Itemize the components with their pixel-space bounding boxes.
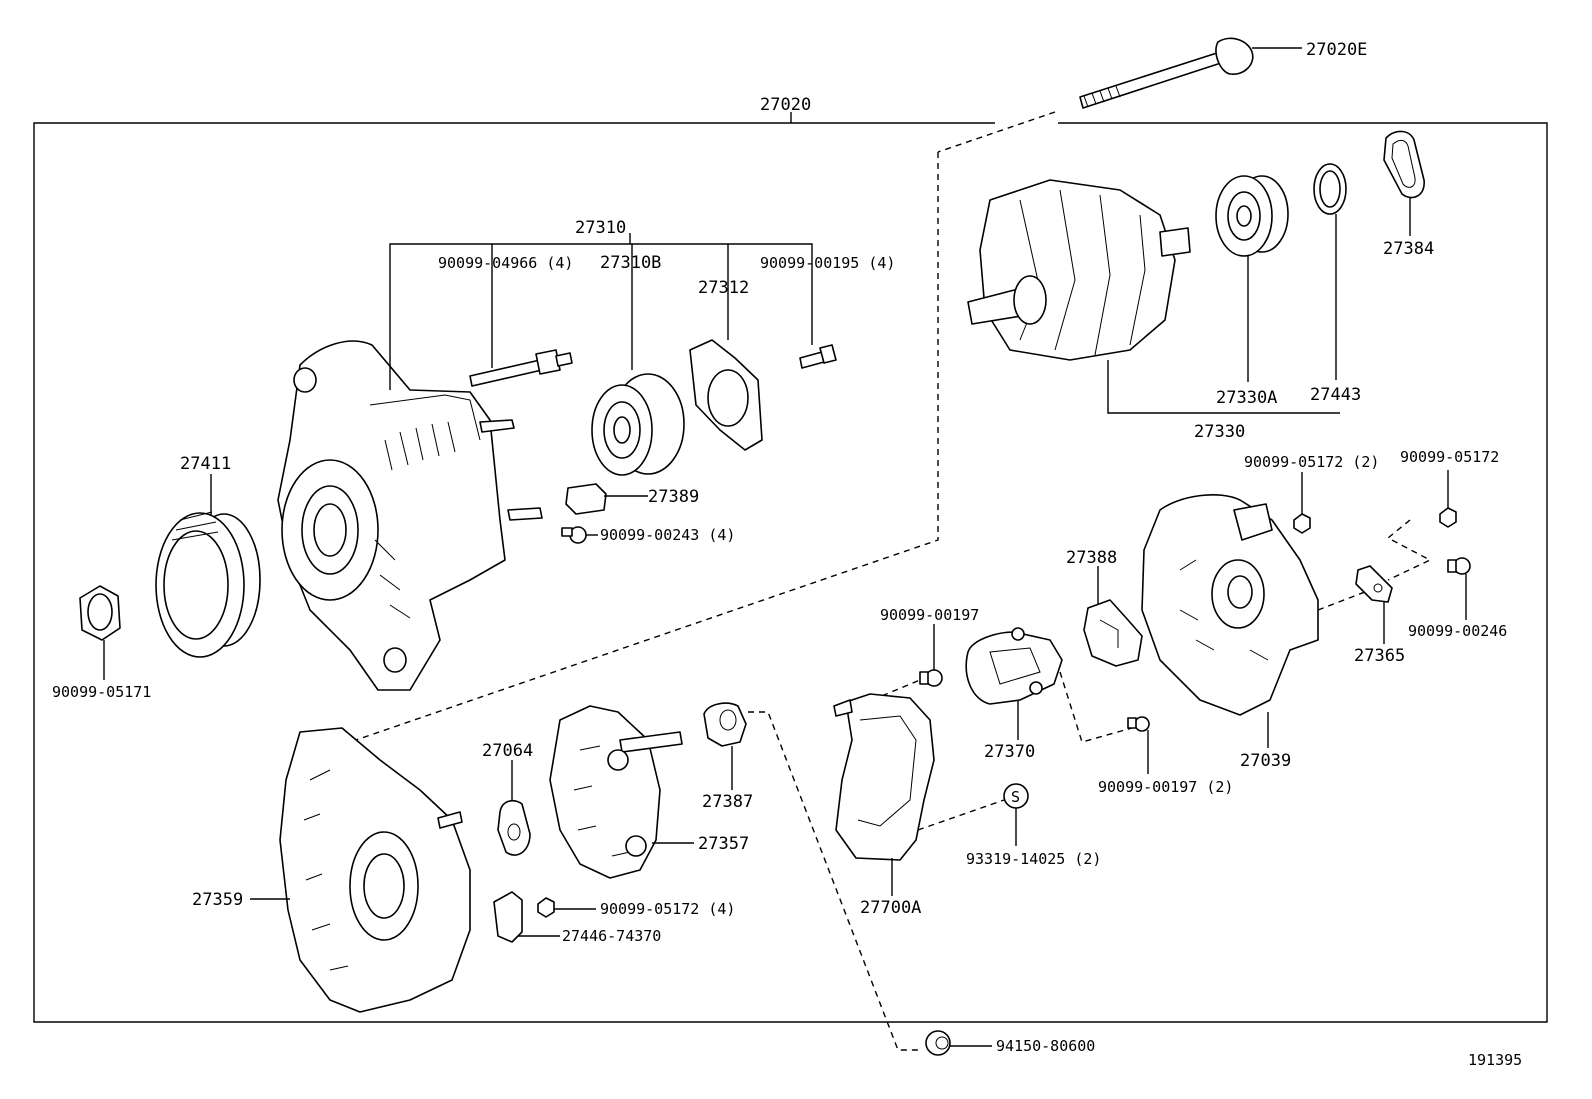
brush-holder [965,627,1063,705]
terminal-insulator [1355,565,1393,603]
label-90099-00197-2: 90099-00197 (2) [1098,778,1233,796]
brush-holder-cover [1083,599,1143,667]
label-90099-00195: 90099-00195 (4) [760,254,895,272]
rectifier-nut [537,897,555,918]
label-27039: 27039 [1240,751,1291,771]
label-27020: 27020 [760,95,811,115]
diagram-reference-number: 191395 [1468,1051,1522,1069]
label-27312: 27312 [698,278,749,298]
insulator-washer [497,799,531,856]
pulley-nut [79,585,121,641]
label-90099-05172: 90099-05172 [1400,448,1499,466]
label-27387: 27387 [702,792,753,812]
label-27064: 27064 [482,741,533,761]
rectifier-end-frame [279,727,471,1013]
label-27365: 27365 [1354,646,1405,666]
rectifier-holder [549,705,683,879]
label-27443: 27443 [1310,385,1361,405]
label-93319-14025: 93319-14025 (2) [966,850,1101,868]
label-27389: 27389 [648,487,699,507]
label-27446-74370: 27446-74370 [562,927,661,945]
regulator-screw [919,669,943,687]
label-s-mark: S [1011,788,1020,806]
label-90099-05172-4: 90099-05172 (4) [600,900,735,918]
label-90099-00246: 90099-00246 [1408,622,1507,640]
terminal-clip [493,891,523,943]
label-27384: 27384 [1383,239,1434,259]
voltage-regulator [833,693,935,861]
retainer-plate [689,339,763,451]
rotor [967,179,1191,361]
c-nut [925,1030,951,1056]
label-27310B: 27310B [600,253,661,273]
label-90099-05172-2: 90099-05172 (2) [1244,453,1379,471]
label-90099-00197: 90099-00197 [880,606,979,624]
terminal-cover [565,483,607,515]
nut-a [1293,513,1311,534]
label-90099-05171: 90099-05171 [52,683,151,701]
rear-end-frame [1141,494,1319,716]
label-27359: 27359 [192,890,243,910]
assembly-frame [33,112,1548,1023]
label-90099-00243: 90099-00243 (4) [600,526,735,544]
label-90099-04966: 90099-04966 (4) [438,254,573,272]
label-94150-80600: 94150-80600 [996,1037,1095,1055]
front-bearing [591,373,685,476]
stud-bolt [469,349,573,387]
screw [799,344,837,369]
label-27700A: 27700A [860,898,921,918]
label-27310: 27310 [575,218,626,238]
label-27330A: 27330A [1216,388,1277,408]
rectifier-terminal [703,702,747,747]
label-27370: 27370 [984,742,1035,762]
through-bolt [1079,37,1254,109]
label-27020E: 27020E [1306,40,1367,60]
label-27388: 27388 [1066,548,1117,568]
bolt-small [561,526,587,544]
label-27330: 27330 [1194,422,1245,442]
label-27357: 27357 [698,834,749,854]
bearing-cover-ring [1313,163,1347,215]
drive-end-frame [277,340,543,691]
terminal-bolt [1447,557,1471,575]
brush-holder-screw [1127,716,1150,732]
rear-bearing [1215,175,1289,257]
label-27411: 27411 [180,454,231,474]
pulley [155,511,261,658]
bearing-retainer-plate [1383,130,1425,199]
nut-b [1439,507,1457,528]
